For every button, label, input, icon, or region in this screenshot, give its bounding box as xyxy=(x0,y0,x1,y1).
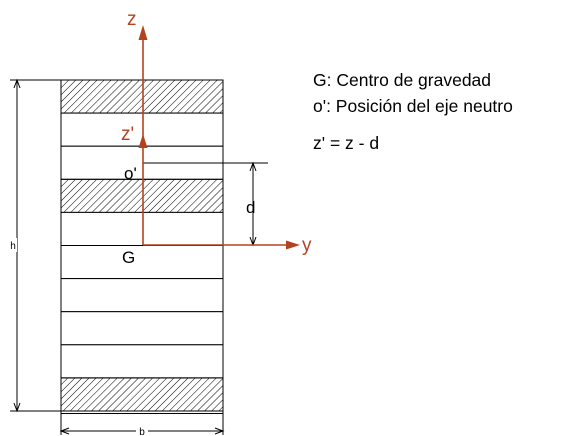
legend-neutral-axis: o': Posición del eje neutro xyxy=(313,96,513,116)
height-arrow-top xyxy=(13,78,21,89)
y-axis xyxy=(143,240,300,250)
g-point-label: G xyxy=(122,248,135,267)
o-prime-label: o' xyxy=(124,164,137,183)
height-arrow-bottom xyxy=(13,402,21,413)
hatched-layer xyxy=(60,79,224,114)
plain-layer xyxy=(60,278,224,313)
plain-layer xyxy=(60,344,224,379)
hatched-layer xyxy=(60,178,224,213)
d-label: d xyxy=(246,198,255,217)
width-label: b xyxy=(139,427,145,436)
height-dimension xyxy=(10,78,62,413)
width-arrow-right xyxy=(214,427,225,435)
height-label: h xyxy=(10,241,16,252)
section-layers xyxy=(60,79,224,414)
width-arrow-left xyxy=(59,427,70,435)
plain-layer xyxy=(60,245,224,280)
legend-equation: z' = z - d xyxy=(313,133,379,153)
z-prime-axis-label: z' xyxy=(121,124,134,145)
hatched-layer xyxy=(60,377,224,412)
y-axis-arrowhead xyxy=(286,240,300,250)
z-axis-label: z xyxy=(127,9,137,30)
z-prime-arrowhead xyxy=(138,134,148,148)
plain-layer xyxy=(60,311,224,346)
legend-centroid: G: Centro de gravedad xyxy=(313,70,491,90)
z-axis-arrowhead xyxy=(138,25,148,40)
plain-layer xyxy=(60,211,224,246)
y-axis-label: y xyxy=(302,235,312,256)
d-arrow-top xyxy=(249,161,257,172)
